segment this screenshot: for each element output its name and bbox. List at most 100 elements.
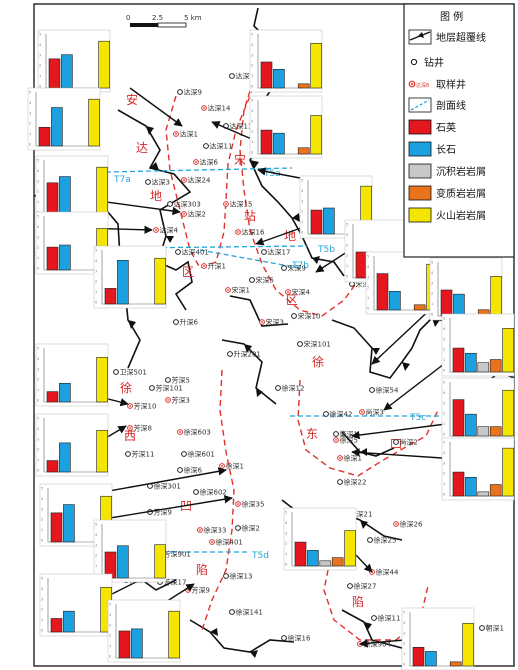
chart-tick-label: 4 <box>403 621 406 625</box>
well-marker <box>281 265 287 271</box>
chart-tick-label: 3 <box>39 53 41 57</box>
chart-tick-label: 4 <box>431 271 434 275</box>
sample-well-dot <box>187 589 189 591</box>
scale-end: 5 km <box>184 14 202 22</box>
bar-sed <box>319 560 332 567</box>
sample-well-dot <box>183 179 185 181</box>
well-label: 徐深44 <box>376 568 399 577</box>
sample-well-dot <box>335 439 337 441</box>
svg-text:站: 站 <box>244 209 256 223</box>
sample-well-dot <box>203 107 205 109</box>
bar-quartz <box>412 646 425 667</box>
chart-tick-label: 3 <box>41 507 43 511</box>
well-label: 芳深101 <box>156 384 183 393</box>
well-marker <box>113 369 119 375</box>
chart-tick-label: 1 <box>251 74 253 78</box>
well-label: 宋深4 <box>292 288 311 297</box>
well-marker <box>479 625 485 631</box>
chart-tick-label: 0 <box>443 369 445 373</box>
well-label: 芳深11 <box>132 450 155 459</box>
scale-zero: 0 <box>126 14 130 22</box>
scale-bar: 0 2.5 5 km <box>126 14 202 28</box>
well-label: 达深2 <box>188 210 206 219</box>
chart-axis <box>43 418 106 473</box>
chart-tick-label: 0 <box>431 313 433 317</box>
bar-volc <box>96 430 108 473</box>
bar-feldspar <box>307 550 319 567</box>
chart-tick-label: 0 <box>443 493 445 497</box>
chart-tick-label: 1 <box>109 644 111 648</box>
chart-tick-label: 3 <box>95 269 97 273</box>
chart-tick-label: 4 <box>443 327 446 331</box>
chart-tick-label: 3 <box>37 179 39 183</box>
chart-tick-label: 3 <box>443 461 445 465</box>
legend-label-sed: 沉积岩岩屑 <box>436 165 486 178</box>
bar-feldspar <box>61 54 73 89</box>
sample-well-dot <box>211 541 213 543</box>
chart-tick-label: 4 <box>41 587 44 591</box>
chart-tick-label: 4 <box>37 427 40 431</box>
well-marker <box>175 249 181 255</box>
chart-tick-label: 5 <box>37 159 39 163</box>
well-label: 徐深12 <box>282 384 305 393</box>
bar-quartz <box>46 246 59 271</box>
chart-tick-label: 2 <box>443 472 445 476</box>
bar-meta <box>297 83 310 89</box>
bar-meta <box>331 557 344 567</box>
well-label: 达深303 <box>174 200 201 209</box>
svg-text:西: 西 <box>124 429 136 443</box>
chart-tick-label: 2 <box>403 642 405 646</box>
well-label: 徐深1 <box>344 454 362 463</box>
chart-tick-label: 1 <box>301 220 303 224</box>
chart-tick-label: 1 <box>37 200 39 204</box>
well-label: 芳深8 <box>134 424 152 433</box>
legend-label-volc: 火山岩岩屑 <box>436 209 486 222</box>
chart-tick-label: 2 <box>95 280 97 284</box>
bar-quartz <box>452 347 465 373</box>
well-label: 徐深1 <box>226 462 244 471</box>
well-label: 徐深401 <box>216 538 243 547</box>
well-label: 徐深25 <box>374 536 397 545</box>
svg-text:地: 地 <box>150 189 162 203</box>
chart-tick-label: 4 <box>367 265 370 269</box>
legend: 图 例 地层超覆线 钻井 达深8 取样井 剖面线 石英 长石 沉积岩岩屑 变质岩… <box>403 3 515 258</box>
well-marker <box>349 281 355 287</box>
well-label: 升深6 <box>180 318 199 327</box>
well-label: 芳深10 <box>134 402 157 411</box>
chart-tick-label: 1 <box>29 132 31 136</box>
sample-well-dot <box>179 431 181 433</box>
bar-sed <box>477 426 490 437</box>
svg-text:T5a: T5a <box>263 169 281 179</box>
chart-tick-label: 0 <box>41 629 43 633</box>
chart-tick-label: 1 <box>95 564 97 568</box>
chart-tick-label: 2 <box>285 542 287 546</box>
chart-tick-label: 4 <box>29 101 32 105</box>
sample-well-dot <box>199 529 201 531</box>
chart-axis <box>115 604 178 659</box>
chart-tick-label: 5 <box>95 523 97 527</box>
chart-tick-label: 1 <box>37 458 39 462</box>
chart-tick-label: 1 <box>285 552 287 556</box>
well-label: 达深24 <box>188 176 211 185</box>
bar-quartz <box>46 182 59 215</box>
chart-tick-label: 5 <box>251 99 253 103</box>
chart-tick-label: 1 <box>443 482 445 486</box>
sample-well-dot <box>237 503 239 505</box>
chart-tick-label: 1 <box>431 302 433 306</box>
chart-tick-label: 5 <box>431 261 433 265</box>
bar-quartz <box>310 209 323 235</box>
well-label: 达深11 <box>210 142 233 151</box>
well-marker <box>177 89 183 95</box>
bar-feldspar <box>465 352 477 373</box>
chart-tick-label: 5 <box>443 317 445 321</box>
chart-tick-label: 5 <box>41 487 43 491</box>
bar-volc <box>502 447 514 497</box>
chart-tick-label: 3 <box>431 281 433 285</box>
well-label: 徐深35 <box>242 500 265 509</box>
